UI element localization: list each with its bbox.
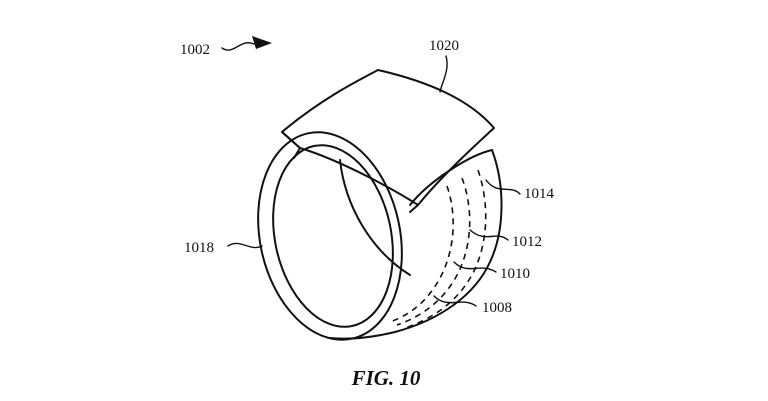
label-1018: 1018 bbox=[184, 240, 214, 256]
layer-dash-1 bbox=[404, 169, 487, 329]
arrowhead-1002 bbox=[252, 36, 272, 49]
leader-line-1018 bbox=[227, 242, 263, 249]
flap-surface bbox=[281, 69, 495, 206]
leader-line-1008 bbox=[433, 295, 477, 307]
label-1014: 1014 bbox=[524, 186, 555, 202]
flap-fold-edge bbox=[281, 131, 301, 159]
label-1010: 1010 bbox=[500, 266, 530, 282]
layer-dash-2 bbox=[396, 177, 471, 326]
layer-dash-3 bbox=[389, 185, 454, 323]
label-1008: 1008 bbox=[482, 300, 512, 316]
leader-line-1010 bbox=[453, 261, 497, 273]
label-1012: 1012 bbox=[512, 234, 542, 250]
leader-line-1012 bbox=[469, 229, 509, 241]
leader-line-1002 bbox=[221, 42, 255, 51]
ring-front-inner-edge bbox=[272, 144, 394, 328]
leader-line-1014 bbox=[485, 179, 521, 195]
figure-caption: FIG. 10 bbox=[351, 366, 421, 390]
ring-band-outer-surface bbox=[329, 149, 503, 340]
label-1020: 1020 bbox=[429, 38, 459, 54]
leader-line-1020 bbox=[439, 55, 448, 93]
label-1002: 1002 bbox=[180, 42, 210, 58]
ring-front-outer-edge bbox=[257, 131, 403, 341]
flap-lower-edge bbox=[409, 204, 419, 213]
ring-inner-back-edge bbox=[339, 159, 411, 276]
